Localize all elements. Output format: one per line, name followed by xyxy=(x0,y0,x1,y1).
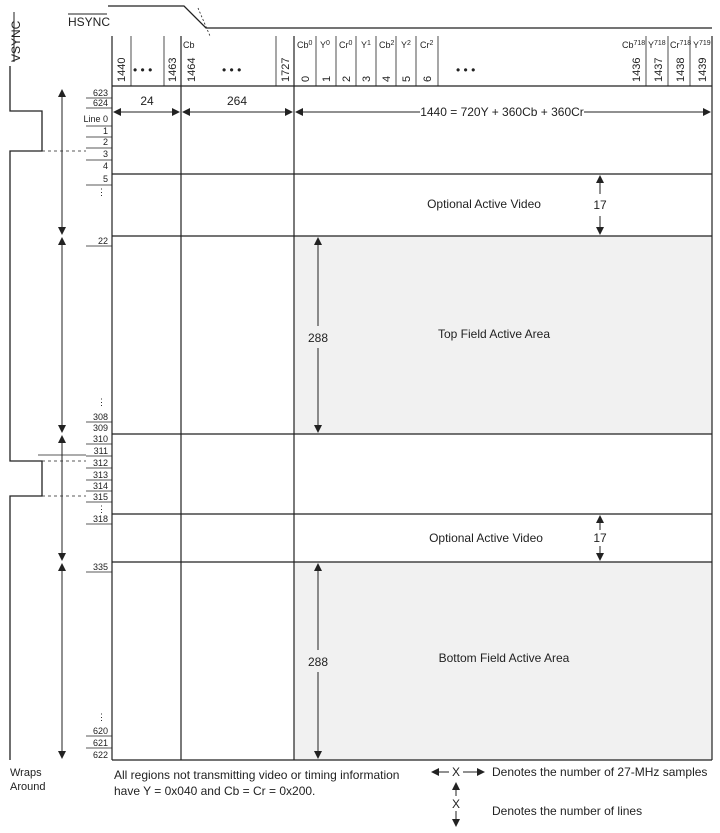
line-label: 311 xyxy=(94,446,108,456)
col-top: Y718 xyxy=(648,40,666,50)
line-label: 623 xyxy=(93,88,108,98)
legend-x-lines: X xyxy=(452,797,460,811)
line-label: ⋮ xyxy=(97,397,106,407)
col-num: 1 xyxy=(321,76,333,82)
col-num: 6 xyxy=(422,76,434,82)
line-label: ⋮ xyxy=(97,504,106,514)
line-label: 313 xyxy=(93,470,108,480)
count-blank2: 264 xyxy=(227,94,247,108)
col-top: Cr2 xyxy=(420,40,434,50)
col-num: 1440 xyxy=(116,58,128,82)
optional-video-1-count: 17 xyxy=(593,198,607,212)
col-num: 2 xyxy=(341,76,353,82)
col-num: 4 xyxy=(381,76,393,82)
hsync-label: HSYNC xyxy=(68,15,110,29)
line-label: Line 0 xyxy=(83,114,108,124)
col-num: 5 xyxy=(401,76,413,82)
ellipsis: • • • xyxy=(222,63,241,77)
legend-lines-text: Denotes the number of lines xyxy=(492,804,642,818)
line-label: 335 xyxy=(93,562,108,572)
vsync-label: VSYNC xyxy=(9,20,23,62)
line-label: 1 xyxy=(103,126,108,136)
line-label: 309 xyxy=(93,423,108,433)
col-num: 1463 xyxy=(167,58,179,82)
top-field-count: 288 xyxy=(308,331,328,345)
top-field-shade xyxy=(294,236,712,434)
line-label: 318 xyxy=(93,514,108,524)
line-label: 314 xyxy=(93,481,108,491)
legend-samples-text: Denotes the number of 27-MHz samples xyxy=(492,765,707,779)
col-num: 1438 xyxy=(675,58,687,82)
col-top: Y2 xyxy=(401,40,411,50)
col-num: 1436 xyxy=(631,58,643,82)
wraps-around-label: Wraps Around xyxy=(10,766,45,794)
col-top: Y719 xyxy=(693,40,711,50)
footnote-line: All regions not transmitting video or ti… xyxy=(114,768,400,782)
line-label: 5 xyxy=(103,174,108,184)
vsync-waveform xyxy=(9,66,43,760)
col-num: 1437 xyxy=(653,58,665,82)
line-numbers xyxy=(86,97,112,749)
sample-header: 1440 • • • 1463 Cb 1464 • • • 1727 Cb0 0… xyxy=(116,40,711,82)
col-top: Cb0 xyxy=(297,40,313,50)
col-top: Y0 xyxy=(320,40,330,50)
bottom-field-label: Bottom Field Active Area xyxy=(439,651,570,665)
col-top: Cb718 xyxy=(622,40,645,50)
line-label: ⋮ xyxy=(97,187,106,197)
line-label: 3 xyxy=(103,149,108,159)
line-label: 315 xyxy=(93,492,108,502)
line-label: 2 xyxy=(103,137,108,147)
col-top: Cr718 xyxy=(670,40,691,50)
line-label: 622 xyxy=(93,750,108,760)
count-blank1: 24 xyxy=(140,94,154,108)
line-label: 22 xyxy=(98,236,108,246)
col-top: Cr0 xyxy=(339,40,353,50)
line-label: 621 xyxy=(93,738,108,748)
bottom-field-count: 288 xyxy=(308,655,328,669)
wraps-line: Around xyxy=(10,781,46,793)
line-label: 308 xyxy=(93,412,108,422)
line-label: 312 xyxy=(93,458,108,468)
col-num: 0 xyxy=(300,76,312,82)
line-label: 310 xyxy=(93,434,108,444)
optional-video-2-count: 17 xyxy=(593,531,607,545)
top-field-label: Top Field Active Area xyxy=(438,327,550,341)
hsync-waveform xyxy=(108,5,712,29)
col-num: 1727 xyxy=(280,58,292,82)
optional-video-1-label: Optional Active Video xyxy=(427,197,541,211)
col-top: Cb xyxy=(183,40,195,50)
col-num: 1439 xyxy=(697,58,709,82)
legend-x-samples: X xyxy=(452,765,460,779)
optional-video-2-label: Optional Active Video xyxy=(429,531,543,545)
col-top: Y1 xyxy=(361,40,371,50)
line-label: ⋮ xyxy=(97,712,106,722)
line-label: 620 xyxy=(93,726,108,736)
col-num: 1464 xyxy=(186,58,198,82)
wraps-line: Wraps xyxy=(10,767,42,779)
col-num: 3 xyxy=(361,76,373,82)
bottom-field-shade xyxy=(294,562,712,760)
footnote: All regions not transmitting video or ti… xyxy=(114,767,426,799)
line-label: 624 xyxy=(93,98,108,108)
ellipsis: • • • xyxy=(133,63,152,77)
count-active: 1440 = 720Y + 360Cb + 360Cr xyxy=(420,105,584,119)
line-label: 4 xyxy=(103,161,108,171)
col-top: Cb2 xyxy=(379,40,395,50)
footnote-line: have Y = 0x040 and Cb = Cr = 0x200. xyxy=(114,784,316,798)
ellipsis: • • • xyxy=(456,63,475,77)
grid xyxy=(111,36,713,761)
